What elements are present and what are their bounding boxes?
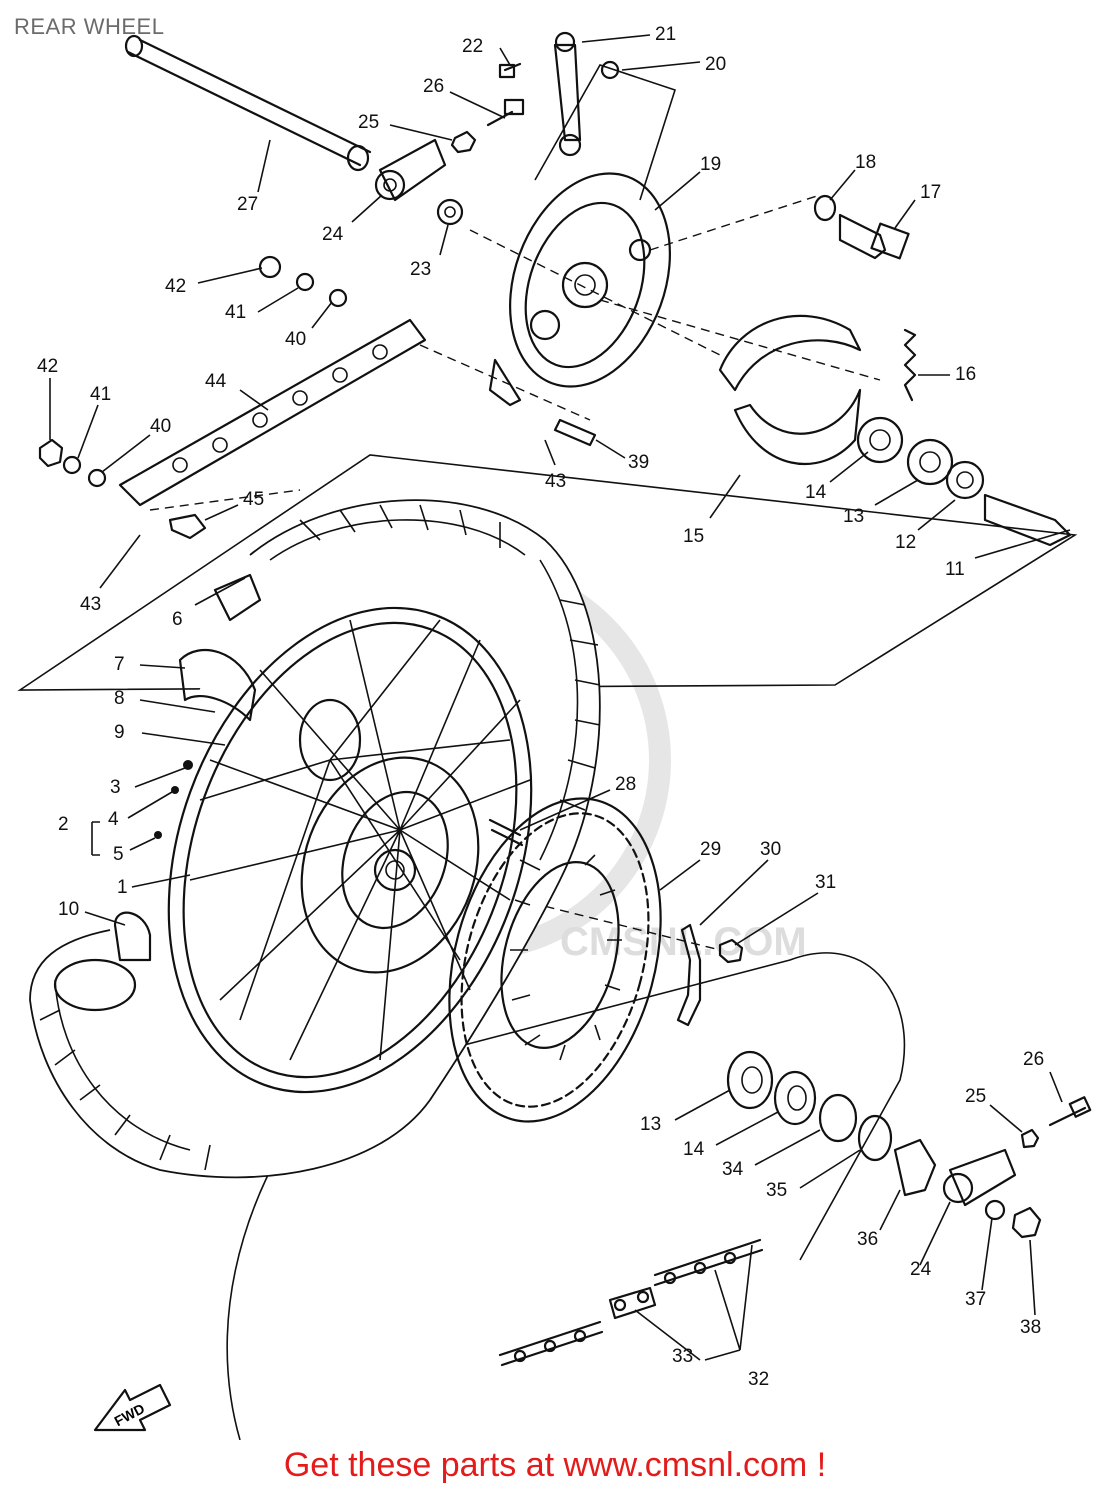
callout-3: 3	[110, 777, 121, 798]
hub-bearings-upper	[856, 416, 1072, 547]
torque-rod-link	[553, 31, 582, 157]
sprocket-stud-bolts	[488, 818, 524, 847]
callout-45: 45	[243, 489, 264, 510]
callout-9: 9	[114, 722, 125, 743]
callout-14b: 14	[683, 1139, 705, 1160]
callout-7: 7	[114, 654, 125, 675]
callout-26a: 26	[423, 76, 444, 97]
callout-40b: 40	[150, 416, 171, 437]
callout-12: 12	[895, 532, 916, 553]
rear-wheel-exploded-diagram: CMSNL.COM	[17, 24, 1092, 1440]
hub	[298, 698, 480, 974]
callout-18: 18	[855, 152, 876, 173]
callout-27: 27	[237, 194, 258, 215]
callout-36: 36	[857, 1229, 878, 1250]
spokes	[189, 619, 531, 1061]
callout-24b: 24	[910, 1259, 932, 1280]
sprocket-lock-washer	[676, 923, 744, 1027]
callout-13b: 13	[640, 1114, 661, 1135]
callout-17: 17	[920, 182, 941, 203]
callout-40a: 40	[285, 329, 306, 350]
callout-44: 44	[205, 371, 227, 392]
callout-8: 8	[114, 688, 125, 709]
brake-shoes	[718, 314, 862, 465]
callout-10: 10	[58, 899, 79, 920]
callout-31: 31	[815, 872, 836, 893]
callout-33: 33	[672, 1346, 693, 1367]
callout-34: 34	[722, 1159, 744, 1180]
chain-master-link	[608, 1286, 657, 1320]
callout-4: 4	[108, 809, 119, 830]
callout-20: 20	[705, 54, 726, 75]
callout-25a: 25	[358, 112, 379, 133]
axle	[124, 34, 372, 172]
hardware-upper	[436, 60, 620, 226]
callout-5: 5	[113, 844, 124, 865]
brake-cam	[813, 194, 910, 260]
callout-16: 16	[955, 364, 976, 385]
callout-22: 22	[462, 36, 483, 57]
callout-41a: 41	[225, 302, 246, 323]
callout-25b: 25	[965, 1086, 986, 1107]
footer-link[interactable]: Get these parts at www.cmsnl.com !	[283, 1446, 827, 1484]
fwd-arrow: FWD	[93, 1383, 172, 1432]
brake-spring	[903, 328, 917, 402]
drive-chain	[498, 1238, 764, 1367]
callout-42a: 42	[165, 276, 186, 297]
callout-19: 19	[700, 154, 721, 175]
callout-6: 6	[172, 609, 183, 630]
chain-adjuster-right	[942, 1096, 1092, 1239]
callout-43a: 43	[545, 471, 566, 492]
callout-29: 29	[700, 839, 721, 860]
brake-panel	[488, 172, 671, 407]
spoke-nipples	[154, 760, 193, 839]
callout-39: 39	[628, 452, 649, 473]
chain-adjuster-left	[374, 138, 447, 202]
rim	[167, 606, 533, 1094]
hub-bearings-lower	[726, 1050, 937, 1197]
callout-28: 28	[615, 774, 636, 795]
callout-43b: 43	[80, 594, 101, 615]
callout-11: 11	[945, 559, 965, 580]
callout-1: 1	[117, 877, 128, 898]
callout-leaders	[49, 34, 1071, 1361]
rear-sprocket	[448, 797, 662, 1123]
callout-24a: 24	[322, 224, 344, 245]
callout-15: 15	[683, 526, 704, 547]
callout-30: 30	[760, 839, 781, 860]
callout-41b: 41	[90, 384, 111, 405]
callout-26b: 26	[1023, 1049, 1044, 1070]
callout-13a: 13	[843, 506, 864, 527]
callout-labels: 27 24 25 26 22 21 20 19 23 18 17 42 41 4…	[37, 24, 1044, 1390]
watermark-text: CMSNL.COM	[560, 920, 807, 964]
inner-tube	[178, 573, 262, 722]
torque-arm	[38, 255, 597, 540]
callout-37: 37	[965, 1289, 986, 1310]
page-title: REAR WHEEL	[14, 14, 165, 39]
callout-32: 32	[748, 1369, 769, 1390]
callout-38: 38	[1020, 1317, 1041, 1338]
rim-band	[53, 911, 152, 1012]
callout-42b: 42	[37, 356, 58, 377]
callout-23: 23	[410, 259, 431, 280]
callout-14a: 14	[805, 482, 827, 503]
callout-21: 21	[655, 24, 676, 45]
callout-2: 2	[58, 814, 69, 835]
callout-35: 35	[766, 1180, 787, 1201]
